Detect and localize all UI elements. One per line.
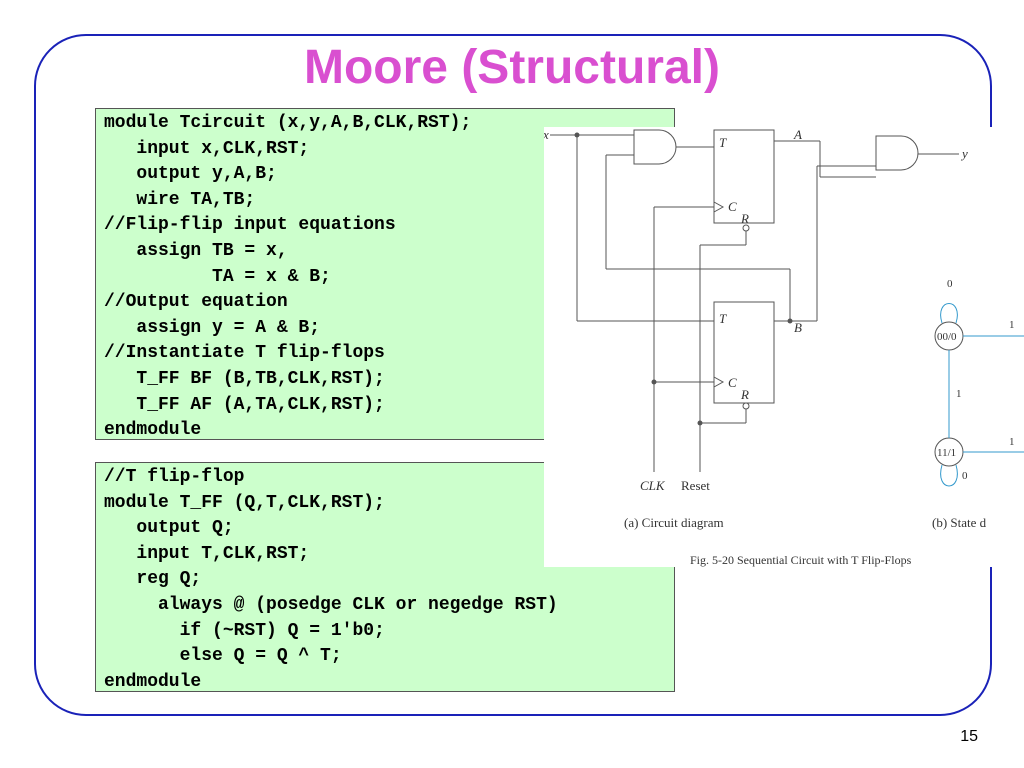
code-line: T_FF AF (A,TA,CLK,RST); [104, 394, 385, 415]
circuit-diagram: x y A B T T C C R R CLK Reset (a) Circui… [544, 127, 1024, 567]
junction-dot [651, 379, 657, 385]
junction-dot [697, 420, 703, 426]
code-line: //Flip-flip input equations [104, 215, 396, 236]
state-label: 00/0 [937, 331, 957, 343]
code-line: module T_FF (Q,T,CLK,RST); [104, 492, 385, 513]
code-line: endmodule [104, 420, 202, 440]
slide-title: Moore (Structural) [303, 41, 720, 94]
clock-triangle-icon [713, 201, 725, 213]
clock-triangle-icon [713, 376, 725, 388]
caption-b: (b) State d [932, 515, 987, 530]
junction-dot [574, 132, 580, 138]
reset-input-label: R [740, 387, 749, 402]
slide-number: 15 [960, 728, 978, 745]
clock-input-label: C [728, 375, 737, 390]
code-line: endmodule [104, 671, 202, 692]
junction-dot [787, 318, 793, 324]
code-line: output Q; [104, 518, 234, 539]
code-line: if (~RST) Q = 1'b0; [104, 620, 385, 641]
code-line: T_FF BF (B,TB,CLK,RST); [104, 368, 385, 389]
t-input-label: T [719, 135, 727, 150]
x-label: x [544, 127, 549, 142]
t-input-label: T [719, 311, 727, 326]
reset-label: Reset [681, 478, 710, 493]
caption-a: (a) Circuit diagram [624, 515, 724, 530]
y-label: y [960, 146, 968, 161]
figure-caption: Fig. 5-20 Sequential Circuit with T Flip… [690, 553, 912, 567]
reset-bubble-icon [742, 402, 750, 410]
self-loop-icon [940, 303, 958, 324]
code-line: always @ (posedge CLK or negedge RST) [104, 594, 558, 615]
code-line: input T,CLK,RST; [104, 543, 310, 564]
flip-flop-b-box [713, 301, 775, 404]
code-line: input x,CLK,RST; [104, 138, 310, 159]
code-line: assign TB = x, [104, 240, 288, 261]
code-line: module Tcircuit (x,y,A,B,CLK,RST); [104, 113, 472, 133]
flip-flop-a-box [713, 129, 775, 224]
transition-label: 0 [962, 470, 968, 482]
code-line: //T flip-flop [104, 467, 245, 487]
code-line: TA = x & B; [104, 266, 331, 287]
code-line: reg Q; [104, 569, 202, 590]
code-line: //Instantiate T flip-flops [104, 343, 385, 364]
transition-label: 1 [1009, 436, 1015, 448]
code-line: //Output equation [104, 292, 288, 313]
b-label: B [794, 320, 802, 335]
code-line: output y,A,B; [104, 164, 277, 185]
reset-input-label: R [740, 211, 749, 226]
code-line: assign y = A & B; [104, 317, 321, 338]
code-line: wire TA,TB; [104, 189, 256, 210]
transition-label: 1 [956, 388, 962, 400]
a-label: A [793, 127, 802, 142]
clk-label: CLK [640, 478, 666, 493]
clock-input-label: C [728, 199, 737, 214]
transition-label: 1 [1009, 319, 1015, 331]
state-label: 11/1 [937, 447, 956, 459]
code-line: else Q = Q ^ T; [104, 646, 342, 667]
and-gate-icon [633, 129, 677, 165]
transition-label: 0 [947, 278, 953, 290]
self-loop-icon [940, 464, 958, 487]
and-gate-icon [875, 135, 919, 171]
circuit-figure: x y A B T T C C R R CLK Reset (a) Circui… [544, 127, 1024, 567]
